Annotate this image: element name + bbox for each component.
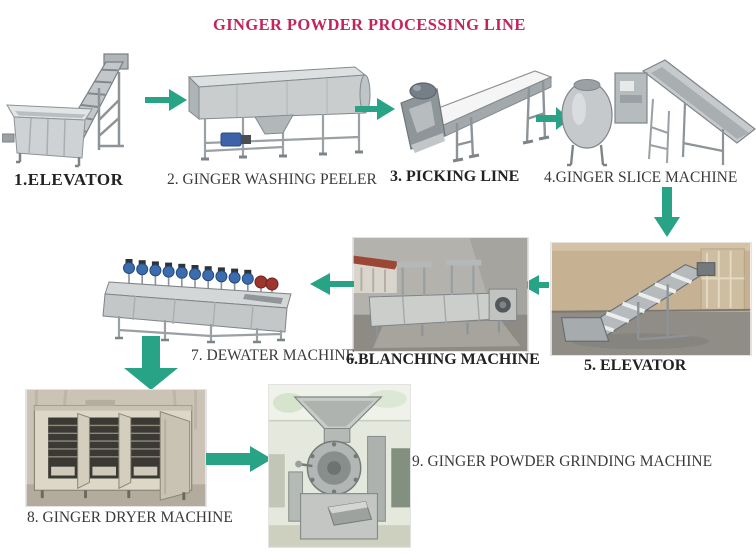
label-machine-7: 7. DEWATER MACHINE xyxy=(191,347,356,364)
arrow-down-7-to-8-icon xyxy=(124,336,178,390)
ginger-powder-grinding-machine-photo xyxy=(268,384,411,548)
arrow-down-4-to-5-icon xyxy=(654,187,680,237)
ginger-dryer-machine-photo xyxy=(25,389,207,507)
diagram-title: GINGER POWDER PROCESSING LINE xyxy=(213,15,526,34)
elevator-1-illustration xyxy=(2,53,129,168)
elevator-5-photo xyxy=(550,242,752,356)
arrow-right-1-to-2-icon xyxy=(145,89,187,111)
label-machine-4: 4.GINGER SLICE MACHINE xyxy=(544,169,738,186)
label-machine-3: 3. PICKING LINE xyxy=(390,168,520,185)
label-machine-5: 5. ELEVATOR xyxy=(584,357,687,374)
label-machine-2: 2. GINGER WASHING PEELER xyxy=(167,171,377,188)
ginger-slice-machine-illustration xyxy=(561,59,756,167)
dewater-machine-illustration xyxy=(102,259,292,344)
blanching-machine-photo xyxy=(352,237,529,352)
arrow-left-5-to-6-icon xyxy=(521,275,549,295)
ginger-washing-peeler-illustration xyxy=(187,66,371,161)
label-machine-8: 8. GINGER DRYER MACHINE xyxy=(27,509,233,526)
label-machine-1: 1.ELEVATOR xyxy=(14,170,124,189)
arrow-left-6-to-7-icon xyxy=(310,273,354,295)
label-machine-9: 9. GINGER POWDER GRINDING MACHINE xyxy=(412,453,713,470)
picking-line-illustration xyxy=(400,70,553,163)
arrow-right-8-to-9-icon xyxy=(206,446,272,472)
label-machine-6: 6.BLANCHING MACHINE xyxy=(346,351,540,368)
arrow-right-2-to-3-icon xyxy=(355,98,395,120)
